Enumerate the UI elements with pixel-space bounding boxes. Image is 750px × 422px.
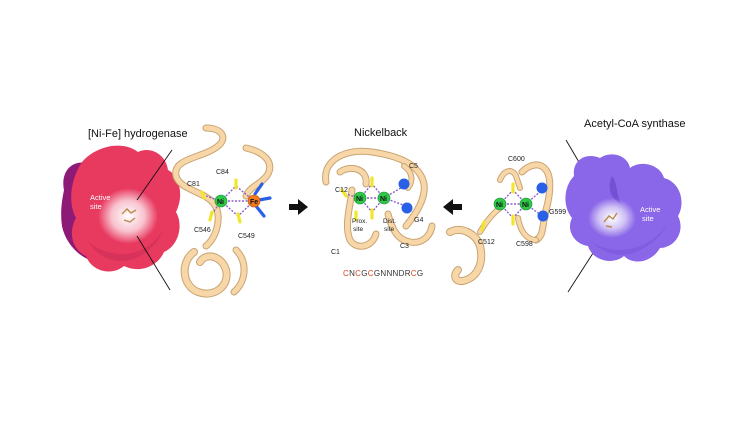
synthase-ni-prox-label: Ni [496,202,503,209]
synthase-residue-c600: C600 [508,156,525,163]
nickelback-title: Nickelback [354,127,408,139]
hydrogenase-ni-label: Ni [217,199,224,206]
nickelback-prox-site-label-1: Prox. [352,218,367,225]
hydrogenase-residue-c81: C81 [187,181,200,188]
nickelback-ni-dist-label: Ni [380,196,387,203]
sequence-residue: C [411,269,417,278]
hydrogenase-active-site-cluster [121,208,137,223]
sequence-residue: N [349,269,355,278]
nickelback-panel: Nickelback [322,127,436,278]
nickelback-dist-site-label-2: site [384,226,395,233]
nickelback-nitrogen-upper [398,178,410,190]
sequence-residue: C [368,269,374,278]
hydrogenase-active-site-glow [98,188,158,244]
nickelback-prox-site-label-2: site [353,226,364,233]
hydrogenase-iron-atom [247,194,261,208]
hydrogenase-residue-c84: C84 [216,169,229,176]
sequence-residue: C [343,269,349,278]
nickelback-distal-nickel [377,191,391,205]
hydrogenase-nickel-atom [214,194,228,208]
synthase-title: Acetyl-CoA synthase [584,118,686,130]
nickelback-proximal-nickel [353,191,367,205]
synthase-nitrogen-lower [537,210,549,222]
sequence-residue: N [393,269,399,278]
nickelback-residue-c3: C3 [400,243,409,250]
nickelback-cysteine-sulfurs [340,176,374,222]
synthase-active-site-label-2: site [642,214,654,223]
synthase-panel: Acetyl-CoA synthase [446,118,686,293]
synthase-active-site-label-1: Active [640,205,660,214]
synthase-residue-c598: C598 [516,241,533,248]
hydrogenase-surface-shade [88,228,164,262]
sequence-residue: G [374,269,381,278]
hydrogenase-fe-label: Fe [250,199,258,206]
synthase-distal-nickel [519,197,533,211]
nickelback-residue-c1: C1 [331,249,340,256]
nickelback-ni-prox-label: Ni [356,196,363,203]
nickelback-ribbon [322,147,436,250]
hydrogenase-active-site-label-1: Active [90,193,110,202]
hydrogenase-residue-c549: C549 [238,233,255,240]
sequence-residue: G [417,269,424,278]
hydrogenase-panel: [Ni-Fe] hydrogenase Active site [61,124,274,298]
hydrogenase-fe-ligands [253,182,272,218]
nickelback-residue-g4: G4 [414,217,423,224]
synthase-active-site-ligand [603,212,618,228]
synthase-ni-dist-label: Ni [522,202,529,209]
hydrogenase-zoom-line-top [136,149,173,201]
hydrogenase-active-site-label-2: site [90,202,102,211]
hydrogenase-title: [Ni-Fe] hydrogenase [88,128,188,140]
synthase-residue-c512: C512 [478,239,495,246]
hydrogenase-residue-c546: C546 [194,227,211,234]
sequence-residue: D [399,269,405,278]
synthase-proximal-nickel [493,197,507,211]
nickelback-residue-c5: C5 [409,163,418,170]
arrow-right [289,199,308,215]
synthase-ribbon [446,161,554,285]
hydrogenase-cysteine-sulfurs [200,178,242,224]
sequence-residue: N [380,269,386,278]
nickelback-dist-site-label-1: Dist. [383,218,396,225]
sequence-residue: C [355,269,361,278]
hydrogenase-zoom-line-bottom [136,235,171,291]
synthase-cysteine-sulfurs [480,182,515,232]
sequence-residue: N [386,269,392,278]
nickelback-residue-c12: C12 [335,187,348,194]
synthase-residue-g599: G599 [549,209,566,216]
synthase-nitrogen-upper [536,182,548,194]
synthase-surface-cleft [609,176,622,204]
nickelback-sequence: CNCGCGNNNDRCG [343,269,423,278]
hydrogenase-ribbon [172,124,274,298]
arrow-left [443,199,462,215]
sequence-residue: R [405,269,411,278]
nickelback-nitrogen-lower [401,202,413,214]
sequence-residue: G [361,269,368,278]
